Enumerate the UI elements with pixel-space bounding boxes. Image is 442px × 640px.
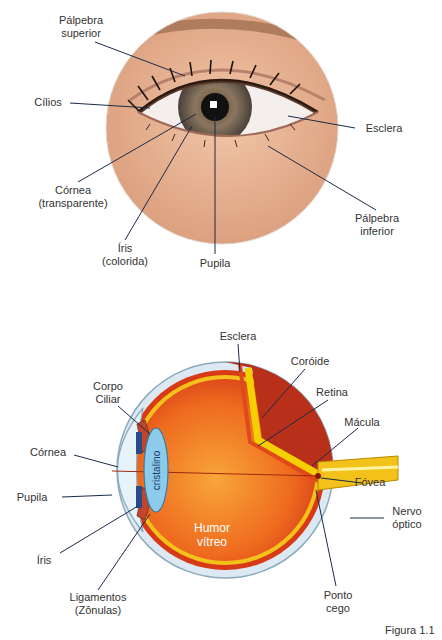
choroid-band [240,365,320,482]
skin [100,8,350,253]
eye-photo [100,8,350,253]
iris-label: Íris (colorida) [95,242,155,268]
photo-border [106,12,338,244]
eyelash-label: Cílios [34,96,62,109]
lashes [128,60,300,112]
blind-spot-label: Ponto cego [318,589,358,615]
nerve-highlight [322,467,398,470]
leader-lines [70,42,376,254]
sclera-layer [117,362,333,578]
ciliary-body-label: Corpo Ciliar [87,380,129,406]
lid-line [138,80,318,112]
lower-lashes [146,124,295,147]
eyebrow [115,24,330,45]
optic-axis [112,471,320,476]
choroid-label: Coróide [291,355,330,368]
ligament-label: Ligamentos (Zônulas) [62,591,134,617]
sclera-label: Esclera [220,330,257,343]
optic-nerve-label: Nervo óptico [385,505,429,531]
macula-label: Mácula [344,416,379,429]
eyeball-section [112,362,398,578]
sclera-label: Esclera [366,122,403,135]
fovea-dot [315,473,321,479]
pupil-label: Pupila [17,491,48,504]
highlight [210,101,217,108]
cornea-label: Córnea (transparente) [32,184,114,210]
lens-label: cristalino [150,451,163,490]
upper-lid-shadow [138,80,318,112]
cornea-label: Córnea [30,446,66,459]
retina-label: Retina [316,386,348,399]
vitreous-label: Humor vítreo [189,521,235,549]
figure-caption: Figura 1.1 [385,624,435,636]
pupil-label: Pupila [200,257,231,270]
iris-bottom [136,486,142,508]
iris-top [136,432,142,454]
eyelid-label: Pálpebra superior [50,14,112,40]
fovea-label: Fóvea [355,476,386,489]
lens-shape [144,428,168,512]
eyelid-label: Pálpebra inferior [346,212,408,238]
optic-nerve-shape [318,456,398,490]
leader-lines [60,344,384,590]
retina-band [248,368,318,474]
iris-label: Íris [37,554,52,567]
